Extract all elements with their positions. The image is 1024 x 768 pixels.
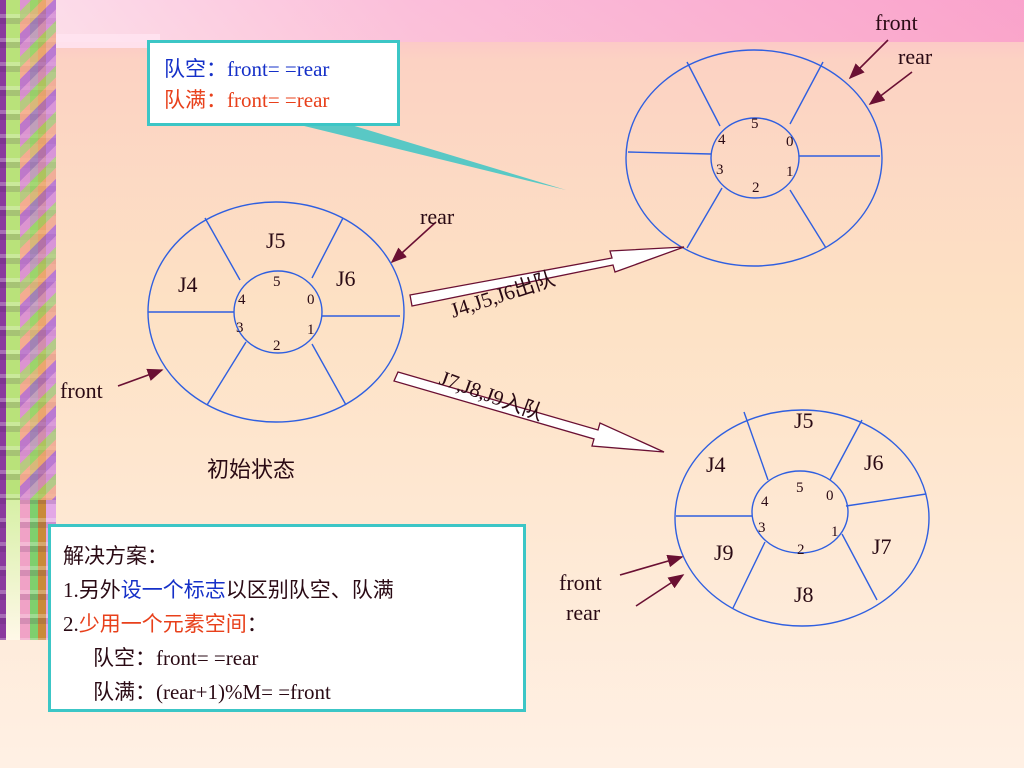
full-index-0: 0 bbox=[826, 488, 834, 504]
empty-index-4: 4 bbox=[718, 132, 726, 148]
legend-full-line: 队满：front= =rear bbox=[164, 84, 397, 117]
legend-full-expr: front= =rear bbox=[227, 88, 330, 112]
full-index-4: 4 bbox=[761, 494, 769, 510]
empty-front-pointer bbox=[848, 39, 889, 80]
full-slot-j9: J9 bbox=[714, 540, 734, 565]
dequeue-block-arrow bbox=[409, 246, 685, 307]
full-slot-j4: J4 bbox=[706, 452, 726, 477]
full-slot-j7: J7 bbox=[872, 534, 892, 559]
solution-title: 解决方案： bbox=[63, 544, 168, 568]
full-slot-j5: J5 bbox=[794, 408, 814, 433]
full-rear-pointer bbox=[635, 574, 685, 607]
initial-slot-j6: J6 bbox=[336, 266, 356, 291]
full-index-5: 5 bbox=[796, 480, 804, 496]
initial-index-1: 1 bbox=[307, 322, 315, 338]
enqueue-block-arrow bbox=[393, 371, 665, 453]
initial-index-2: 2 bbox=[273, 338, 281, 354]
initial-slot-j5: J5 bbox=[266, 228, 286, 253]
full-front-label: front bbox=[559, 570, 602, 595]
full-index-3: 3 bbox=[758, 520, 766, 536]
legend-box: 队空：front= =rear 队满：front= =rear bbox=[147, 40, 400, 126]
solution-box: 解决方案： 1.另外设一个标志以区别队空、队满 2.少用一个元素空间： 队空：f… bbox=[48, 524, 526, 712]
solution-full-line: 队满：(rear+1)%M= =front bbox=[93, 680, 331, 704]
legend-callout-pointer bbox=[296, 124, 566, 190]
solution-line-1-c: 以区别队空、队满 bbox=[225, 578, 394, 602]
solution-line-1-b: 设一个标志 bbox=[120, 578, 226, 602]
initial-index-0: 0 bbox=[307, 292, 315, 308]
empty-index-3: 3 bbox=[716, 162, 724, 178]
initial-rear-pointer bbox=[390, 221, 437, 264]
legend-empty-line: 队空：front= =rear bbox=[164, 53, 397, 86]
left-decor-light bbox=[6, 500, 20, 640]
initial-front-label: front bbox=[60, 378, 103, 403]
full-slot-j8: J8 bbox=[794, 582, 814, 607]
solution-line-1: 1.另外设一个标志以区别队空、队满 bbox=[63, 573, 523, 607]
initial-index-3: 3 bbox=[236, 320, 244, 336]
legend-empty-expr: front= =rear bbox=[227, 57, 330, 81]
initial-index-4: 4 bbox=[238, 292, 246, 308]
pointer-arrows bbox=[117, 39, 913, 607]
queue-full-ring bbox=[674, 409, 930, 627]
solution-line-2: 2.少用一个元素空间： bbox=[63, 607, 523, 641]
legend-empty-prefix: 队空： bbox=[164, 57, 227, 81]
full-index-1: 1 bbox=[831, 524, 839, 540]
empty-index-2: 2 bbox=[752, 180, 760, 196]
left-decor-pattern bbox=[20, 0, 56, 500]
initial-index-5: 5 bbox=[273, 274, 281, 290]
solution-empty-line: 队空：front= =rear bbox=[93, 646, 259, 670]
full-front-pointer bbox=[619, 554, 684, 576]
queue-initial-ring bbox=[147, 201, 405, 423]
solution-line-2-b: ： bbox=[246, 612, 268, 636]
initial-caption: 初始状态 bbox=[207, 457, 296, 482]
full-index-2: 2 bbox=[797, 542, 805, 558]
empty-index-5: 5 bbox=[751, 116, 759, 132]
legend-full-prefix: 队满： bbox=[164, 88, 227, 112]
initial-front-pointer bbox=[117, 368, 164, 387]
empty-index-1: 1 bbox=[786, 164, 794, 180]
queue-empty-ring bbox=[625, 49, 883, 267]
solution-line-2-num: 2. bbox=[63, 612, 79, 636]
empty-rear-pointer bbox=[868, 71, 913, 105]
empty-front-label: front bbox=[875, 10, 918, 35]
empty-index-0: 0 bbox=[786, 134, 794, 150]
top-decor-band bbox=[0, 0, 1024, 42]
solution-line-1-num: 1. bbox=[63, 578, 79, 602]
solution-line-2-a: 少用一个元素空间 bbox=[78, 612, 247, 636]
full-slot-j6: J6 bbox=[864, 450, 884, 475]
full-rear-label: rear bbox=[566, 600, 601, 625]
empty-rear-label: rear bbox=[898, 44, 933, 69]
initial-slot-j4: J4 bbox=[178, 272, 198, 297]
solution-line-1-a: 另外 bbox=[78, 578, 121, 602]
initial-rear-label: rear bbox=[420, 204, 455, 229]
